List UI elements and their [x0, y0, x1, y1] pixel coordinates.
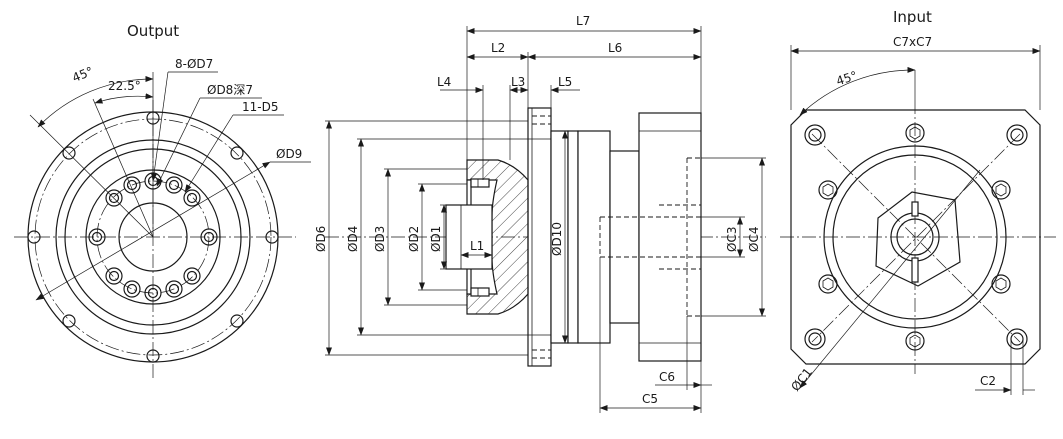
- output-angle-22-5-leader: [92, 98, 154, 238]
- section-housing-body: [577, 130, 611, 344]
- output-view: Output: [14, 22, 311, 380]
- output-angle-22-5-label: 22.5°: [108, 79, 141, 93]
- input-angle-45-arc: [799, 66, 916, 116]
- section-l3-label: L3: [511, 75, 525, 89]
- input-c7-label: C7xC7: [893, 35, 932, 49]
- section-screw-top: [470, 178, 490, 188]
- section-d10-label: ØD10: [550, 222, 564, 256]
- section-d6-label: ØD6: [314, 226, 328, 252]
- output-d8-leader: [156, 97, 201, 187]
- section-c5-label: C5: [642, 392, 658, 406]
- section-neck: [609, 150, 640, 324]
- output-d7-leader: [151, 71, 169, 182]
- section-c6-label: C6: [659, 370, 675, 384]
- output-angle-45-leader: [29, 114, 154, 238]
- input-angle-45-label: 45°: [834, 68, 859, 88]
- input-square-flange: [790, 109, 1041, 365]
- section-l5-label: L5: [558, 75, 572, 89]
- section-l6-label: L6: [608, 41, 622, 55]
- input-outer-circle: [823, 145, 1007, 329]
- output-d9-leader: [35, 161, 271, 301]
- section-d3-label: ØD3: [373, 226, 387, 252]
- section-l1-label: L1: [470, 239, 484, 253]
- section-l2-label: L2: [491, 41, 505, 55]
- input-c1-dimension: [799, 169, 981, 389]
- output-d5-leader: [184, 114, 234, 193]
- output-angle-45-label: 45°: [70, 64, 95, 85]
- input-hex-screws: [818, 123, 1011, 351]
- output-angle-22-5-arc: [94, 93, 154, 104]
- input-title: Input: [893, 8, 932, 26]
- input-corner-holes: [804, 124, 1028, 350]
- section-c4-label: ØC4: [747, 227, 761, 252]
- input-adapter-circle: [832, 154, 998, 320]
- input-keyway-bottom: [911, 257, 919, 283]
- input-clamp-ring: [875, 191, 961, 287]
- output-d5-label: 11-D5: [242, 100, 278, 114]
- input-c1-label: ØC1: [788, 365, 815, 394]
- input-c2-label: C2: [980, 374, 996, 388]
- output-title: Output: [127, 22, 179, 40]
- section-pilot-bore: [445, 204, 493, 270]
- section-d4-label: ØD4: [346, 226, 360, 252]
- section-l4-label: L4: [437, 75, 451, 89]
- section-c3-label: ØC3: [725, 227, 739, 252]
- input-shaft-circle: [896, 218, 934, 256]
- output-d7-label: 8-ØD7: [175, 57, 213, 71]
- section-l7-label: L7: [576, 14, 590, 28]
- section-housing-band-2: [567, 130, 579, 344]
- section-d2-label: ØD2: [407, 226, 421, 252]
- output-d9-label: ØD9: [276, 147, 302, 161]
- section-d1-label: ØD1: [429, 226, 443, 252]
- section-output-flange: [527, 107, 552, 367]
- input-view: Input C7xC7: [780, 8, 1056, 395]
- input-keyway-top: [911, 201, 919, 217]
- section-input-adapter: [638, 112, 702, 362]
- output-d8-label: ØD8深7: [207, 83, 253, 97]
- section-view: ØD6 ØD4 ØD3 ØD2 ØD1 ØD10 ØC3 ØC4 L1 L7 L…: [314, 14, 766, 413]
- section-screw-bottom: [470, 287, 490, 297]
- output-angle-45-arc: [37, 75, 154, 128]
